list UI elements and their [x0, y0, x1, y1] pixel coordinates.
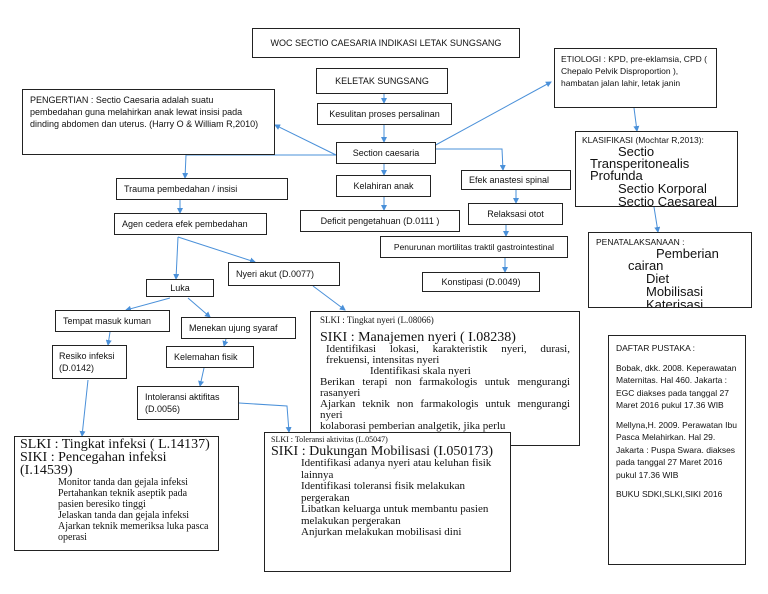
intervention-item: Anjurkan melakukan mobilisasi dini	[301, 526, 462, 538]
slki-label: SLKI : Toleransi aktivitas (L.05047)	[271, 435, 388, 444]
intervention-item: Identifikasi skala nyeri	[370, 365, 471, 377]
reference-item: Mellyna,H. 2009. Perawatan Ibu Pasca Mel…	[616, 419, 737, 480]
intervention-item: Identifikasi lokasi, karakteristik nyeri…	[326, 343, 570, 366]
node-label: Kelemahan fisik	[174, 352, 238, 362]
intervention-item: Monitor tanda dan gejala infeksi	[58, 477, 188, 488]
intervention-item: kolaborasi pemberian analgetik, jika per…	[320, 420, 506, 432]
daftar-pustaka-heading: DAFTAR PUSTAKA :	[616, 343, 696, 353]
node-luka: Luka	[146, 279, 214, 297]
node-konstipasi: Konstipasi (D.0049)	[422, 272, 540, 292]
node-label: Luka	[170, 283, 190, 293]
node-label: Konstipasi (D.0049)	[441, 277, 521, 287]
penatalaksanaan-item: Mobilisasi	[646, 284, 704, 299]
klasifikasi-item: Sectio Transperitonealis Profunda	[590, 144, 690, 183]
reference-item: Bobak, dkk. 2008. Keperawatan Maternitas…	[616, 362, 737, 411]
node-label: Intoleransi aktifitas (D.0056)	[145, 392, 220, 414]
node-label: KELETAK SUNGSANG	[335, 76, 429, 86]
node-trauma: Trauma pembedahan / insisi	[116, 178, 288, 200]
intervention-item: Jelaskan tanda dan gejala infeksi	[58, 510, 190, 521]
reference-item: BUKU SDKI,SLKI,SIKI 2016	[616, 489, 723, 499]
node-label: Deficit pengetahuan (D.0111 )	[320, 216, 440, 226]
node-deficit: Deficit pengetahuan (D.0111 )	[300, 210, 460, 232]
node-label: Tempat masuk kuman	[63, 316, 152, 326]
daftar-pustaka-box: DAFTAR PUSTAKA : Bobak, dkk. 2008. Keper…	[608, 335, 746, 565]
node-label: Efek anastesi spinal	[469, 175, 550, 185]
node-resiko-infeksi: Resiko infeksi (D.0142)	[52, 345, 127, 379]
node-intoleransi: Intoleransi aktifitas (D.0056)	[137, 386, 239, 420]
pengertian-text: PENGERTIAN : Sectio Caesaria adalah suat…	[30, 95, 259, 129]
etiologi-box: ETIOLOGI : KPD, pre-eklamsia, CPD ( Chep…	[554, 48, 717, 108]
node-kelemahan: Kelemahan fisik	[166, 346, 254, 368]
slki-label: SLKI : Tingkat nyeri (L.08066)	[320, 315, 434, 325]
node-tempat: Tempat masuk kuman	[55, 310, 170, 332]
node-label: Resiko infeksi (D.0142)	[59, 351, 115, 373]
intervention-item: Pertahankan teknik aseptik pada pasien b…	[58, 488, 188, 510]
penatalaksanaan-box: PENATALAKSANAAN : Pemberian cairan Diet …	[588, 232, 752, 308]
node-section-caesaria: Section caesaria	[336, 142, 436, 164]
node-relaksasi: Relaksasi otot	[468, 203, 563, 225]
intervention-item: Identifikasi toleransi fisik melakukan p…	[301, 480, 466, 504]
node-label: Agen cedera efek pembedahan	[122, 219, 248, 229]
node-nyeri-akut: Nyeri akut (D.0077)	[228, 262, 340, 286]
etiologi-text: ETIOLOGI : KPD, pre-eklamsia, CPD ( Chep…	[561, 54, 707, 88]
infeksi-intervention-box: SLKI : Tingkat infeksi ( L.14137) SIKI :…	[14, 436, 219, 551]
slki-label: SLKI : Tingkat infeksi ( L.14137)	[20, 437, 210, 452]
node-kelahiran: Kelahiran anak	[336, 175, 431, 197]
pengertian-box: PENGERTIAN : Sectio Caesaria adalah suat…	[22, 89, 275, 155]
penatalaksanaan-item: Diet	[646, 271, 670, 286]
penatalaksanaan-item: Pemberian cairan	[628, 246, 719, 273]
toleransi-intervention-box: SLKI : Toleransi aktivitas (L.05047) SIK…	[264, 432, 511, 572]
nyeri-intervention-box: SLKI : Tingkat nyeri (L.08066) SIKI : Ma…	[310, 311, 580, 446]
siki-label: SIKI : Pencegahan infeksi (I.14539)	[20, 450, 167, 478]
node-label: Menekan ujung syaraf	[189, 323, 278, 333]
node-kesulitan: Kesulitan proses persalinan	[317, 103, 452, 125]
title-text: WOC SECTIO CAESARIA INDIKASI LETAK SUNGS…	[270, 38, 502, 48]
node-menekan: Menekan ujung syaraf	[181, 317, 296, 339]
klasifikasi-heading: KLASIFIKASI (Mochtar R,2013):	[582, 135, 704, 145]
node-efek-anastesi: Efek anastesi spinal	[461, 170, 571, 190]
klasifikasi-item: Sectio Caesareal	[618, 194, 717, 207]
node-label: Trauma pembedahan / insisi	[124, 184, 238, 194]
node-penurunan: Penurunan mortilitas traktil gastrointes…	[380, 236, 568, 258]
node-label: Relaksasi otot	[487, 209, 544, 219]
node-label: Penurunan mortilitas traktil gastrointes…	[393, 242, 555, 252]
klasifikasi-item: Sectio Korporal	[618, 181, 707, 196]
node-label: Nyeri akut (D.0077)	[236, 269, 315, 279]
intervention-item: Ajarkan teknik non farmakologis untuk me…	[320, 398, 570, 421]
siki-label: SIKI : Manajemen nyeri ( I.08238)	[320, 330, 516, 345]
intervention-item: Berikan terapi non farmakologis untuk me…	[320, 376, 570, 399]
penatalaksanaan-heading: PENATALAKSANAAN :	[596, 237, 685, 247]
diagram-title: WOC SECTIO CAESARIA INDIKASI LETAK SUNGS…	[252, 28, 520, 58]
node-keletak: KELETAK SUNGSANG	[316, 68, 448, 94]
node-label: Kelahiran anak	[353, 181, 414, 191]
intervention-item: Identifikasi adanya nyeri atau keluhan f…	[301, 457, 492, 481]
siki-label: SIKI : Dukungan Mobilisasi (I.050173)	[271, 444, 494, 459]
intervention-item: Ajarkan teknik memeriksa luka pasca oper…	[58, 521, 209, 543]
klasifikasi-box: KLASIFIKASI (Mochtar R,2013): Sectio Tra…	[575, 131, 738, 207]
intervention-item: Libatkan keluarga untuk membantu pasien …	[301, 503, 489, 527]
node-agen: Agen cedera efek pembedahan	[114, 213, 267, 235]
node-label: Kesulitan proses persalinan	[329, 109, 440, 119]
node-label: Section caesaria	[352, 148, 420, 158]
penatalaksanaan-item: Katerisasi	[646, 297, 704, 308]
